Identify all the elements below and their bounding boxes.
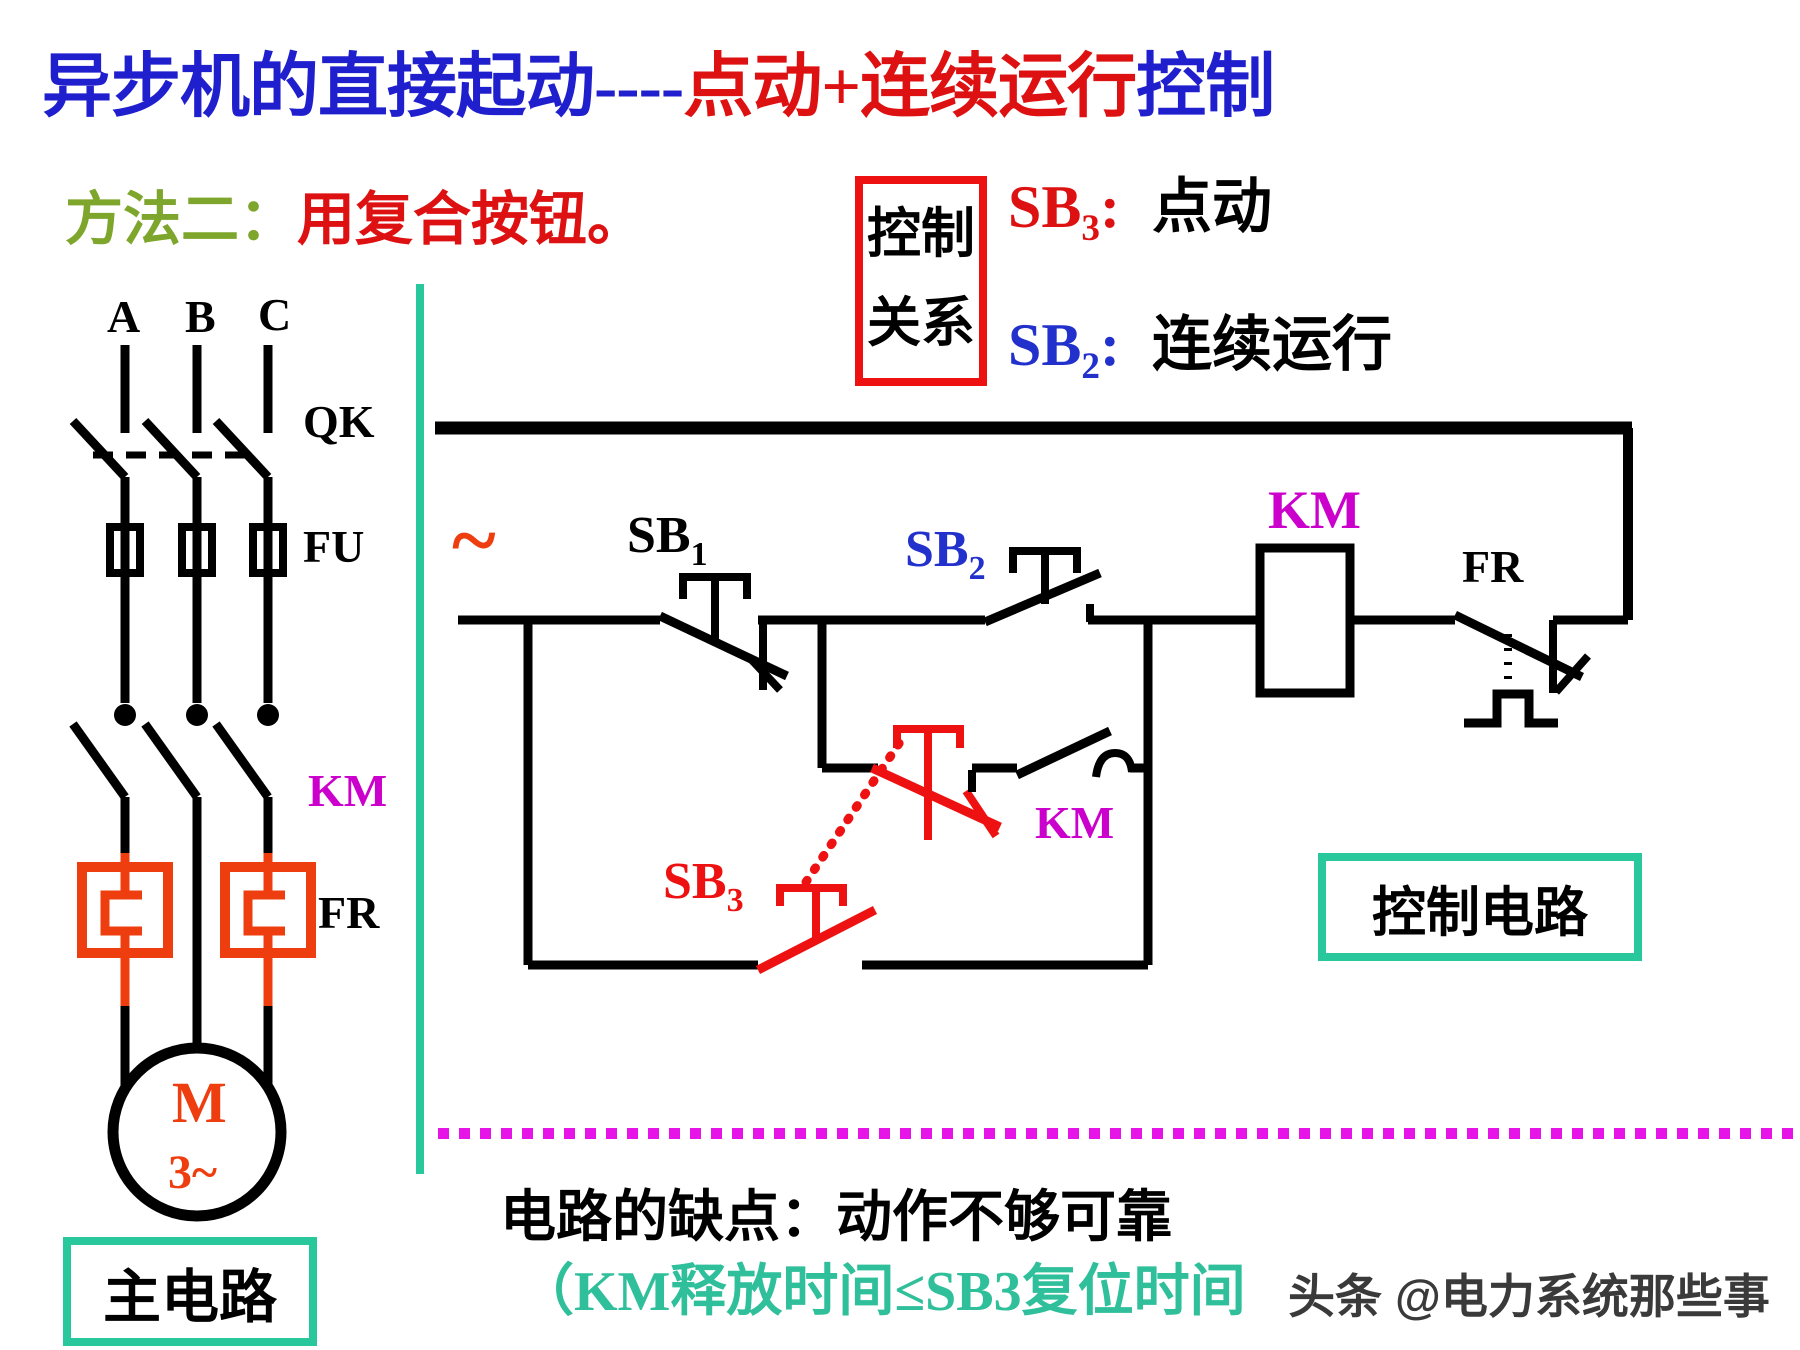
section-divider-dotted xyxy=(438,1128,1800,1139)
method-line: 方法二：用复合按钮。 xyxy=(65,172,645,256)
drawback-line: 电路的缺点：动作不够可靠 xyxy=(500,1187,1172,1249)
sb1-label: SB1 xyxy=(627,507,708,573)
section-divider-vertical xyxy=(416,284,424,1174)
qk-switch-icon xyxy=(69,417,272,481)
km-aux-contact-icon xyxy=(968,726,1148,792)
phase-b-label: B xyxy=(185,291,216,342)
title-part-blue1: 异步机的直接起动---- xyxy=(42,49,684,126)
mechanical-link-dotted xyxy=(801,737,905,887)
qk-label: QK xyxy=(303,396,375,447)
km-coil-label: KM xyxy=(1268,480,1361,540)
sb1-button-icon xyxy=(658,573,789,693)
ac-source-symbol: ~ xyxy=(452,494,496,587)
motor-circle xyxy=(107,1042,287,1222)
control-relation-line1: 控制 xyxy=(867,204,975,264)
motor-sub-label: 3~ xyxy=(168,1146,217,1199)
relation-item-sb2: SB2:连续运行 xyxy=(1008,312,1392,387)
control-circuit-diagram xyxy=(435,421,1633,975)
sb2-button-icon xyxy=(983,547,1102,627)
relation-item-sb3: SB3:点动 xyxy=(1008,174,1272,249)
phase-a-label: A xyxy=(107,291,140,342)
fr-heater-icons xyxy=(77,853,316,1006)
fuse-icons xyxy=(106,523,287,577)
control-circuit-caption: 控制电路 xyxy=(1372,882,1588,943)
km-coil xyxy=(1255,543,1355,698)
sb3-button-icon xyxy=(755,884,878,975)
km-main-label: KM xyxy=(308,765,387,816)
control-relation-line2: 关系 xyxy=(867,293,975,354)
page-title: 异步机的直接起动----点动+连续运行控制 xyxy=(42,30,1275,131)
formula-line: （KM释放时间≤SB3复位时间 xyxy=(518,1261,1246,1323)
title-part-red: 点动+连续运行 xyxy=(683,49,1137,126)
fr-control-label: FR xyxy=(1462,541,1524,592)
relation-sb2-desc: 连续运行 xyxy=(1151,312,1392,378)
fu-label: FU xyxy=(303,521,364,572)
control-relation-box: 控制 关系 xyxy=(855,176,987,386)
fr-contact-icon xyxy=(1453,610,1591,728)
sb3-nc-contact-icon xyxy=(870,725,1002,840)
km-aux-label: KM xyxy=(1035,797,1114,848)
main-circuit-caption-box: 主电路 xyxy=(63,1237,317,1346)
sb3-label: SB3 xyxy=(663,853,744,919)
control-circuit-caption-box: 控制电路 xyxy=(1318,853,1642,961)
fr-main-label: FR xyxy=(318,887,380,938)
watermark: 头条 @电力系统那些事 xyxy=(1288,1270,1770,1323)
relation-sb3-desc: 点动 xyxy=(1151,174,1272,240)
method-text: 用复合按钮。 xyxy=(297,187,646,252)
main-circuit-caption: 主电路 xyxy=(102,1264,277,1330)
sb2-label: SB2 xyxy=(905,521,986,587)
main-circuit-diagram xyxy=(69,345,316,1222)
phase-c-label: C xyxy=(258,289,291,340)
motor-label: M xyxy=(172,1070,227,1135)
km-main-contacts-icon xyxy=(69,704,279,800)
title-part-blue2: 控制 xyxy=(1136,49,1275,126)
method-label: 方法二： xyxy=(65,187,298,252)
